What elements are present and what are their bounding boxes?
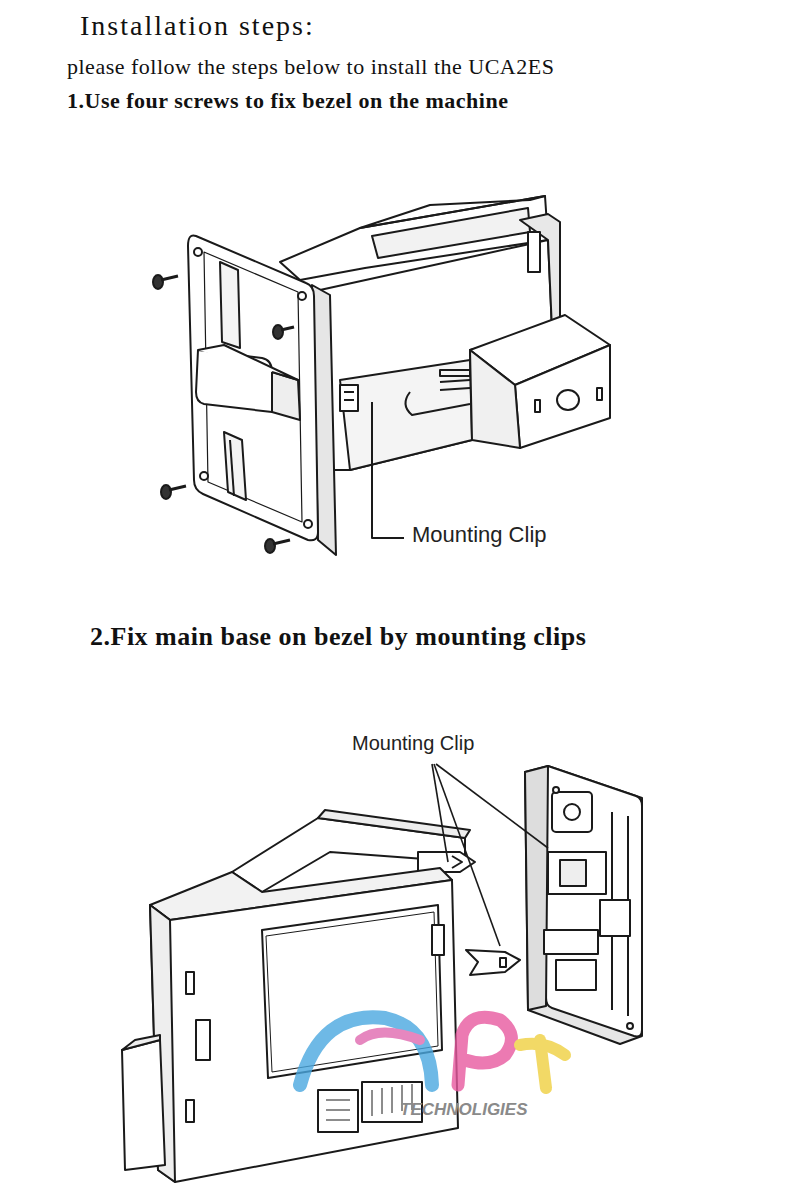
watermark: TECHNOLIGIES <box>400 1100 528 1120</box>
intro-text: please follow the steps below to install… <box>67 54 554 80</box>
step-text: 1.Use four screws to fix bezel on the ma… <box>67 88 508 114</box>
part-label: Mounting Clip <box>412 522 547 548</box>
page-title: Installation steps: <box>80 10 315 42</box>
part-label: Mounting Clip <box>352 732 474 755</box>
step-text: 2.Fix main base on bezel by mounting cli… <box>90 622 586 652</box>
